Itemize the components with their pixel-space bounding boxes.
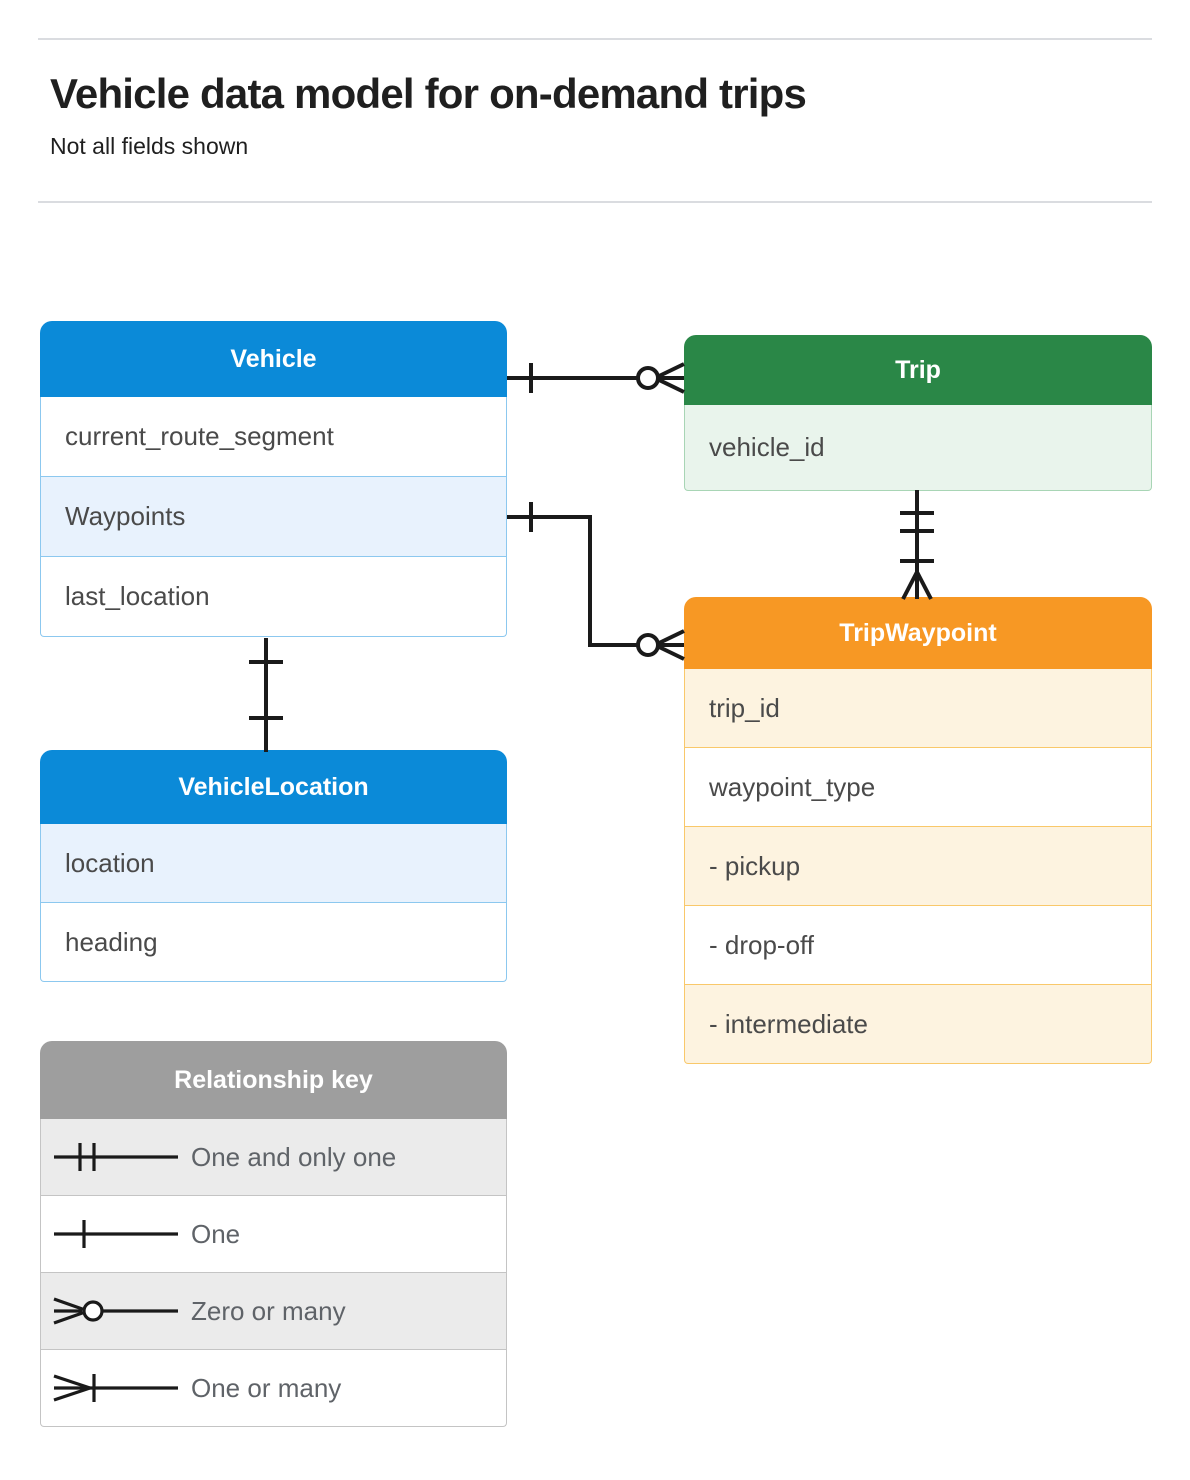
- entity-trip-field-vehicle-id[interactable]: vehicle_id: [684, 405, 1152, 491]
- zero-or-many-icon: [41, 1291, 191, 1331]
- entity-trip[interactable]: Trip vehicle_id: [684, 335, 1152, 491]
- entity-vehicle-location-field-heading[interactable]: heading: [40, 903, 507, 982]
- entity-vehicle-field-current-route-segment[interactable]: current_route_segment: [40, 397, 507, 477]
- one-icon: [41, 1214, 191, 1254]
- entity-vehicle-title: Vehicle: [40, 321, 507, 397]
- connector-vehicle-trip: [507, 362, 685, 394]
- legend-item-zero-or-many: Zero or many: [40, 1273, 507, 1350]
- entity-vehicle-field-waypoints[interactable]: Waypoints: [40, 477, 507, 557]
- entity-trip-waypoint-value-pickup[interactable]: - pickup: [684, 827, 1152, 906]
- legend-item-one-and-only-one: One and only one: [40, 1119, 507, 1196]
- header-rule-top: [38, 38, 1152, 40]
- page-title: Vehicle data model for on-demand trips: [50, 70, 807, 117]
- entity-trip-waypoint-title: TripWaypoint: [684, 597, 1152, 669]
- header-rule-bottom: [38, 201, 1152, 203]
- page-subtitle: Not all fields shown: [50, 133, 249, 159]
- legend-label-one: One: [191, 1218, 241, 1249]
- legend-label-one-or-many: One or many: [191, 1372, 342, 1403]
- connector-vehicle-vehiclelocation: [249, 638, 283, 752]
- legend-label-one-and-only-one: One and only one: [191, 1141, 397, 1172]
- one-or-many-icon: [41, 1368, 191, 1408]
- connector-waypoints-tripwaypoint: [507, 502, 685, 661]
- entity-trip-waypoint-field-waypoint-type[interactable]: waypoint_type: [684, 748, 1152, 827]
- legend-item-one-or-many: One or many: [40, 1350, 507, 1427]
- entity-trip-waypoint-value-intermediate[interactable]: - intermediate: [684, 985, 1152, 1064]
- legend-label-zero-or-many: Zero or many: [191, 1295, 346, 1326]
- legend-item-one: One: [40, 1196, 507, 1273]
- entity-trip-waypoint-value-drop-off[interactable]: - drop-off: [684, 906, 1152, 985]
- entity-trip-waypoint[interactable]: TripWaypoint trip_id waypoint_type - pic…: [684, 597, 1152, 1064]
- one-and-only-one-icon: [41, 1137, 191, 1177]
- entity-vehicle-field-last-location[interactable]: last_location: [40, 557, 507, 637]
- entity-trip-waypoint-field-trip-id[interactable]: trip_id: [684, 669, 1152, 748]
- legend-title: Relationship key: [40, 1041, 507, 1119]
- connector-trip-tripwaypoint: [900, 490, 934, 600]
- entity-vehicle-location-title: VehicleLocation: [40, 750, 507, 824]
- entity-vehicle[interactable]: Vehicle current_route_segment Waypoints …: [40, 321, 507, 637]
- entity-trip-title: Trip: [684, 335, 1152, 405]
- legend-relationship-key: Relationship key One and only one One: [40, 1041, 507, 1427]
- entity-vehicle-location[interactable]: VehicleLocation location heading: [40, 750, 507, 982]
- entity-vehicle-location-field-location[interactable]: location: [40, 824, 507, 903]
